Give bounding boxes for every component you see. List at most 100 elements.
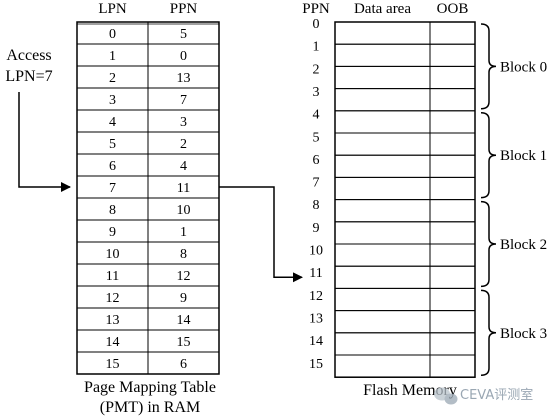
pmt-lpn-value: 4 bbox=[109, 115, 116, 130]
flash-oob-cell bbox=[429, 243, 476, 267]
pmt-row: 8 10 bbox=[76, 197, 220, 221]
flash-oob-cell bbox=[429, 154, 476, 178]
pmt-lpn-value: 7 bbox=[109, 181, 116, 196]
flash-page-label: 13 bbox=[309, 311, 323, 326]
flash-page-row: 7 bbox=[313, 176, 476, 201]
flash-data-cell bbox=[334, 132, 431, 156]
flash-data-cell bbox=[334, 310, 431, 334]
pmt-lpn-value: 8 bbox=[109, 203, 116, 218]
watermark-text: CEVA评测室 bbox=[460, 387, 533, 403]
flash-oob-cell bbox=[429, 65, 476, 90]
flash-oob-cell bbox=[429, 332, 476, 356]
flash-data-cell bbox=[334, 154, 431, 178]
flash-data-cell bbox=[334, 243, 431, 267]
flash-page-row: 1 bbox=[313, 40, 476, 67]
flash-page-row: 12 bbox=[309, 287, 476, 312]
flash-page-row: 4 bbox=[313, 108, 476, 134]
flash-oob-cell bbox=[429, 199, 476, 223]
flash-page-label: 7 bbox=[313, 176, 320, 191]
flash-data-cell bbox=[334, 221, 431, 245]
flash-page-label: 5 bbox=[313, 130, 320, 145]
mapping-arrow bbox=[219, 186, 303, 283]
pmt-ppn-value: 13 bbox=[177, 71, 191, 86]
pmt-lpn-value: 9 bbox=[109, 225, 116, 240]
flash-page-label: 0 bbox=[313, 17, 320, 32]
block-brace bbox=[480, 112, 497, 199]
flash-oob-cell bbox=[429, 176, 476, 201]
pmt-ppn-value: 7 bbox=[180, 93, 187, 108]
flash-oob-cell bbox=[429, 265, 476, 289]
pmt-lpn-value: 0 bbox=[109, 27, 116, 42]
pmt-caption-line2: (PMT) in RAM bbox=[100, 399, 200, 416]
flash-data-cell bbox=[334, 65, 431, 90]
flash-data-cell bbox=[334, 176, 431, 201]
flash-block-group: Block 2 bbox=[480, 200, 547, 288]
pmt-ppn-value: 3 bbox=[180, 115, 187, 130]
flash-oob-cell bbox=[429, 132, 476, 156]
flash-page-row: 9 bbox=[313, 221, 476, 245]
pmt-ppn-value: 14 bbox=[177, 313, 191, 328]
flash-page-label: 9 bbox=[313, 221, 320, 236]
pmt-header-ppn: PPN bbox=[170, 1, 198, 17]
pmt-row: 2 13 bbox=[76, 65, 220, 89]
pmt-lpn-value: 12 bbox=[106, 291, 120, 306]
flash-oob-cell bbox=[429, 354, 476, 378]
access-label-line2: LPN=7 bbox=[5, 68, 52, 85]
flash-data-cell bbox=[334, 332, 431, 356]
flash-data-cell bbox=[334, 43, 431, 67]
pmt-ppn-value: 4 bbox=[180, 159, 187, 174]
flash-page-row: 6 bbox=[313, 153, 476, 178]
flash-page-label: 10 bbox=[309, 244, 323, 259]
access-label-line1: Access bbox=[6, 47, 51, 64]
pmt-ppn-value: 6 bbox=[180, 357, 187, 372]
flash-oob-cell bbox=[429, 43, 476, 67]
flash-data-cell bbox=[334, 354, 431, 378]
flash-oob-cell bbox=[429, 287, 476, 312]
access-arrow bbox=[18, 92, 71, 192]
block-label: Block 2 bbox=[500, 237, 547, 253]
flash-page-row: 14 bbox=[309, 332, 476, 356]
flash-page-label: 4 bbox=[313, 108, 320, 123]
flash-page-label: 6 bbox=[313, 153, 320, 168]
pmt-ppn-value: 15 bbox=[177, 335, 191, 350]
pmt-ppn-value: 8 bbox=[180, 247, 187, 262]
flash-oob-cell bbox=[429, 221, 476, 245]
pmt-lpn-value: 5 bbox=[109, 137, 116, 152]
flash-oob-cell bbox=[429, 21, 476, 45]
flash-page-label: 11 bbox=[309, 266, 322, 281]
flash-page-row: 8 bbox=[313, 198, 476, 223]
flash-page-label: 1 bbox=[313, 40, 320, 55]
block-brace bbox=[480, 200, 497, 288]
flash-page-row: 0 bbox=[313, 17, 476, 45]
flash-page-label: 14 bbox=[309, 334, 323, 349]
flash-page-label: 2 bbox=[313, 62, 320, 77]
pmt-ppn-value: 2 bbox=[180, 137, 187, 152]
pmt-ppn-value: 5 bbox=[180, 27, 187, 42]
flash-block-group: Block 3 bbox=[480, 289, 547, 376]
flash-oob-cell bbox=[429, 310, 476, 334]
pmt-lpn-value: 2 bbox=[109, 71, 116, 86]
flash-page-row: 15 bbox=[309, 354, 476, 378]
pmt-ppn-value: 9 bbox=[180, 291, 187, 306]
pmt-lpn-value: 11 bbox=[106, 269, 119, 284]
pmt-ppn-value: 10 bbox=[177, 203, 191, 218]
flash-caption: Flash Memory bbox=[363, 382, 457, 399]
flash-data-cell bbox=[334, 21, 431, 45]
pmt-lpn-value: 3 bbox=[109, 93, 116, 108]
pmt-lpn-value: 14 bbox=[106, 335, 120, 350]
flash-oob-cell bbox=[429, 110, 476, 134]
flash-page-label: 3 bbox=[313, 85, 320, 100]
flash-header-ppn: PPN bbox=[302, 1, 330, 17]
flash-border bbox=[334, 21, 476, 378]
